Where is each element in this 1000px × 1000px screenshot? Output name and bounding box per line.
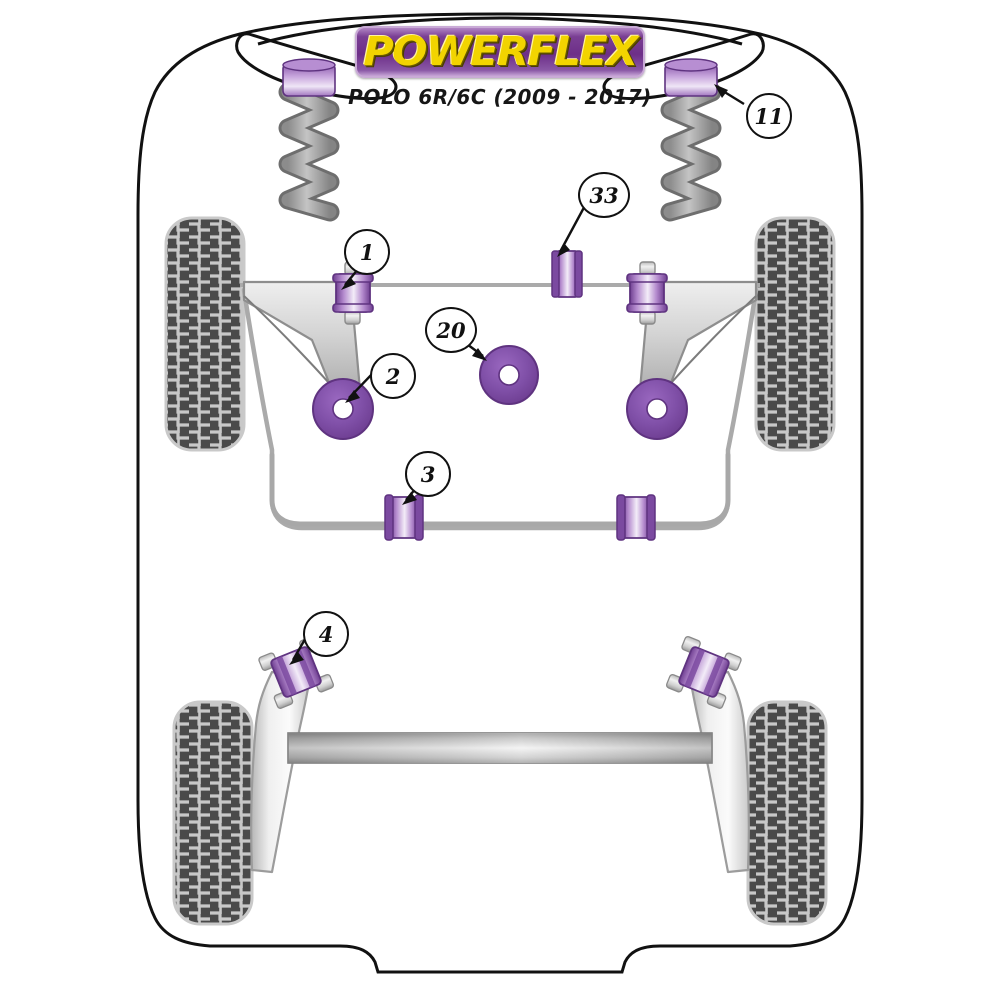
callout-11[interactable]: 11 [746, 93, 792, 139]
callout-20[interactable]: 20 [425, 307, 477, 353]
callout-33[interactable]: 33 [578, 172, 630, 218]
front-left-coil-spring [278, 58, 340, 222]
rear-beam-mounting-bush-right [665, 635, 742, 709]
callout-arrowheads [289, 84, 728, 665]
bonnet-line [257, 16, 743, 46]
front-right-tyre [754, 216, 836, 452]
logo-plate [355, 26, 645, 78]
steering-rack-mount-bush [551, 250, 583, 298]
front-left-spring-upper-isolator [282, 58, 336, 97]
callout-1[interactable]: 1 [344, 229, 390, 275]
callout-3[interactable]: 3 [405, 451, 451, 497]
front-left-tyre [164, 216, 246, 452]
rear-right-trailing-arm [688, 670, 750, 874]
logo-wordmark: POWERFLEX [363, 29, 638, 75]
vehicle-model-title: POLO 6R/6C (2009 - 2017) [348, 85, 652, 109]
callout-2[interactable]: 2 [370, 353, 416, 399]
powerflex-logo: POWERFLEX [355, 26, 645, 78]
front-anti-roll-bar-bush-right [616, 494, 656, 541]
rear-axle-beam [287, 732, 713, 764]
rear-right-tyre [746, 700, 828, 926]
callout-4[interactable]: 4 [303, 611, 349, 657]
front-right-coil-spring [660, 58, 722, 222]
front-wishbone-front-bush-right [626, 261, 668, 325]
rear-left-tyre [172, 700, 254, 926]
front-anti-roll-bar-bush-left [384, 494, 424, 541]
front-wishbone-rear-bush-right [626, 378, 688, 440]
front-wishbone-rear-bush-left [312, 378, 374, 440]
rear-left-trailing-arm [250, 670, 312, 874]
front-anti-roll-bar [269, 452, 731, 527]
front-right-spring-upper-isolator [664, 58, 718, 97]
front-lower-engine-mount-insert [479, 345, 539, 405]
